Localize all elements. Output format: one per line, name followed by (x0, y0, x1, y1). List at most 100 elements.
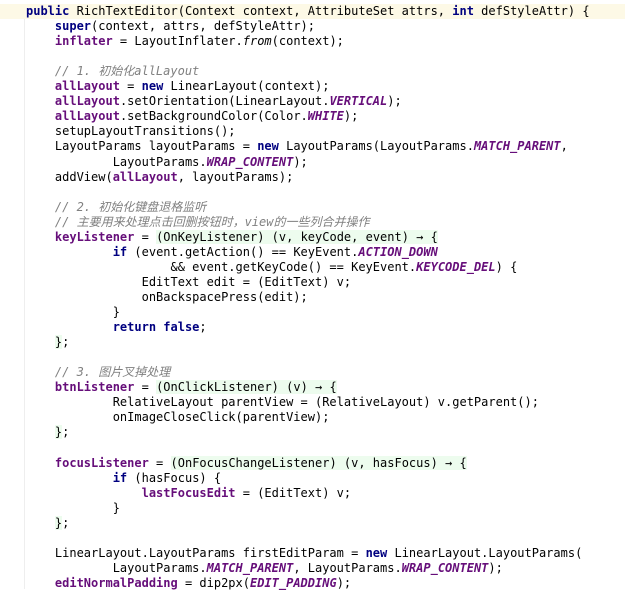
code-line[interactable]: && event.getKeyCode() == KeyEvent.KEYCOD… (0, 260, 625, 275)
code-text: allLayout.setBackgroundColor(Color.WHITE… (26, 109, 358, 124)
code-token: EDIT_PADDING (249, 575, 337, 590)
code-token: (OnClickListener) (v) → { (156, 380, 337, 395)
code-line[interactable]: RelativeLayout parentView = (RelativeLay… (0, 395, 625, 410)
code-token: (hasFocus) { (134, 470, 222, 485)
code-line[interactable]: onImageCloseClick(parentView); (0, 410, 625, 425)
code-token: LinearLayout.LayoutParams firstEditParam… (26, 545, 366, 560)
code-line[interactable]: }; (0, 335, 625, 350)
code-line[interactable]: super(context, attrs, defStyleAttr); (0, 19, 625, 34)
code-text: }; (26, 335, 69, 350)
code-line[interactable]: } (0, 501, 625, 516)
code-line[interactable]: LayoutParams.MATCH_PARENT, LayoutParams.… (0, 561, 625, 576)
code-token: LayoutParams. (26, 154, 207, 169)
code-text: RelativeLayout parentView = (RelativeLay… (26, 395, 539, 410)
code-token: KEYCODE_DEL (416, 259, 496, 274)
code-line[interactable]: addView(allLayout, layoutParams); (0, 170, 625, 185)
code-token: = (134, 229, 157, 244)
code-line[interactable]: } (0, 305, 625, 320)
code-text: editNormalPadding = dip2px(EDIT_PADDING)… (26, 576, 351, 591)
code-token (26, 215, 55, 229)
code-token: LinearLayout.LayoutParams( (394, 545, 583, 560)
code-text: allLayout.setOrientation(LinearLayout.VE… (26, 94, 402, 109)
code-token: onImageCloseClick(parentView); (26, 410, 330, 425)
code-line[interactable] (0, 49, 625, 64)
code-token: ; (62, 335, 70, 350)
code-line[interactable]: // 3. 图片叉掉处理 (0, 365, 625, 380)
code-text: LinearLayout.LayoutParams firstEditParam… (26, 546, 582, 561)
code-token: setupLayoutTransitions(); (26, 124, 236, 139)
code-line[interactable]: if (hasFocus) { (0, 471, 625, 486)
code-token: keyListener (54, 229, 135, 244)
code-line[interactable] (0, 185, 625, 200)
code-token (26, 94, 55, 108)
code-line[interactable]: }; (0, 425, 625, 440)
code-token: // 主要用来处理点击回删按钮时，view的一些列合并操作 (54, 214, 370, 229)
code-line[interactable] (0, 350, 625, 365)
code-token: public (26, 4, 77, 18)
code-text: } (26, 501, 120, 516)
code-token: lastFocusEdit (141, 485, 236, 500)
code-token: from (242, 34, 272, 49)
code-token: ACTION_DOWN (358, 244, 438, 259)
code-text: focusListener = (OnFocusChangeListener) … (26, 455, 467, 471)
code-token: focusListener (54, 455, 149, 470)
code-line[interactable] (0, 440, 625, 455)
code-line[interactable]: lastFocusEdit = (EditText) v; (0, 486, 625, 501)
code-token: super (54, 19, 92, 34)
code-line[interactable]: LayoutParams layoutParams = new LayoutPa… (0, 139, 625, 154)
code-line[interactable]: onBackspacePress(edit); (0, 290, 625, 305)
code-token: ); (336, 575, 352, 590)
code-text: }; (26, 515, 69, 531)
code-line[interactable]: allLayout = new LinearLayout(context); (0, 79, 625, 94)
code-token: (OnFocusChangeListener) (v, hasFocus) → … (170, 455, 467, 470)
code-token: // 3. 图片叉掉处理 (54, 365, 171, 380)
code-token: // 2. 初始化键盘退格监听 (54, 199, 207, 214)
code-token: = LayoutInflater. (112, 34, 243, 49)
code-token: = (119, 79, 142, 94)
code-line[interactable]: allLayout.setOrientation(LinearLayout.VE… (0, 94, 625, 109)
code-token (26, 380, 55, 394)
code-line[interactable] (0, 531, 625, 546)
code-token: LayoutParams. (26, 560, 207, 575)
code-token: allLayout (54, 79, 120, 94)
code-token: , layoutParams); (177, 169, 294, 184)
code-token: new (365, 545, 395, 560)
code-token: VERTICAL (329, 94, 388, 109)
code-line[interactable]: }; (0, 515, 625, 531)
code-token: if (112, 244, 135, 259)
code-line[interactable]: inflater = LayoutInflater.from(context); (0, 34, 625, 49)
code-text: LayoutParams.MATCH_PARENT, LayoutParams.… (26, 561, 503, 576)
code-line[interactable]: LayoutParams.WRAP_CONTENT); (0, 155, 625, 170)
code-text: if (event.getAction() == KeyEvent.ACTION… (26, 245, 438, 260)
code-text: onImageCloseClick(parentView); (26, 410, 330, 425)
code-token: inflater (54, 34, 113, 49)
code-text: btnListener = (OnClickListener) (v) → { (26, 380, 337, 395)
code-line[interactable]: // 主要用来处理点击回删按钮时，view的一些列合并操作 (0, 215, 625, 230)
code-text: && event.getKeyCode() == KeyEvent.KEYCOD… (26, 260, 517, 275)
code-token (26, 576, 55, 590)
code-token: } (54, 515, 63, 530)
code-line[interactable]: keyListener = (OnKeyListener) (v, keyCod… (0, 229, 625, 245)
code-line[interactable]: EditText edit = (EditText) v; (0, 275, 625, 290)
code-text: LayoutParams layoutParams = new LayoutPa… (26, 139, 568, 154)
indent-guide (24, 18, 25, 589)
code-line[interactable]: LinearLayout.LayoutParams firstEditParam… (0, 546, 625, 561)
code-line[interactable]: if (event.getAction() == KeyEvent.ACTION… (0, 245, 625, 260)
code-line[interactable]: return false; (0, 320, 625, 335)
code-token: allLayout (54, 109, 120, 124)
code-text: return false; (26, 320, 207, 335)
code-token: , LayoutParams. (293, 560, 402, 575)
code-line[interactable]: public RichTextEditor(Context context, A… (0, 4, 625, 19)
code-line[interactable]: // 1. 初始化allLayout (0, 64, 625, 79)
code-line[interactable]: focusListener = (OnFocusChangeListener) … (0, 455, 625, 471)
code-line[interactable]: allLayout.setBackgroundColor(Color.WHITE… (0, 109, 625, 124)
code-line[interactable]: editNormalPadding = dip2px(EDIT_PADDING)… (0, 576, 625, 591)
code-line[interactable]: btnListener = (OnClickListener) (v) → { (0, 380, 625, 395)
code-token (26, 64, 55, 78)
code-token: allLayout (112, 169, 178, 184)
code-line[interactable]: // 2. 初始化键盘退格监听 (0, 200, 625, 215)
code-token (26, 19, 55, 33)
code-text: allLayout = new LinearLayout(context); (26, 79, 330, 94)
code-line[interactable]: setupLayoutTransitions(); (0, 124, 625, 139)
